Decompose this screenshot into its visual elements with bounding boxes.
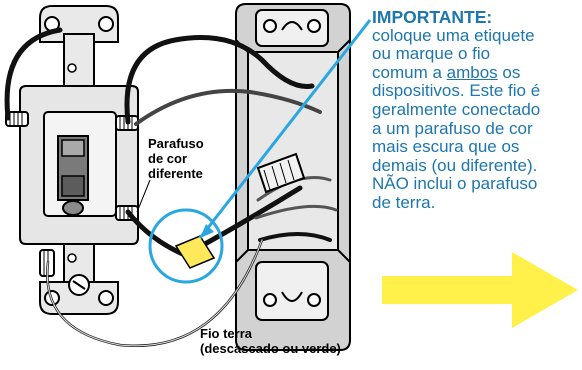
note-line-6: a um parafuso de cor [372,118,533,138]
highlight-circle [148,208,224,284]
callout-line-arrowhead [200,224,214,238]
screw-leader-line [136,179,151,213]
screw-label-line-2: de cor [148,151,188,166]
note-line-4: dispositivos. Este fio é [372,81,541,101]
screw-label-line-3: diferente [148,166,203,181]
note-line-3-underlined: ambos [446,62,498,82]
screw-label: Parafuso de cor diferente [148,136,204,181]
screw-label-line-1: Parafuso [148,136,204,151]
note-line-8: demais (ou diferente). [372,155,538,175]
note-line-3-post: os [497,62,521,82]
ground-label-line-1: Fio terra [200,326,253,341]
wires [4,27,338,348]
ground-label-line-2: (descascado ou verde) [200,341,341,356]
next-step-arrow [382,252,578,328]
note-line-2: ou marque o fio [372,44,491,64]
important-note: IMPORTANTE: coloque uma etiquete ou marq… [372,8,578,213]
callout-line [198,19,372,239]
note-line-3: comum a ambos os [372,62,578,83]
electrical-box [235,3,351,351]
note-line-3-pre: comum a [372,62,447,82]
note-line-5: geralmente conectado [372,99,541,119]
note-line-7: mais escura que os [372,137,520,157]
note-heading: IMPORTANTE: [372,7,493,27]
note-line-1: coloque uma etiquete [372,25,535,45]
note-line-10: de terra. [372,192,436,212]
ground-label: Fio terra (descascado ou verde) [200,326,341,356]
switch-device [5,5,139,315]
wire-nut [256,152,306,194]
common-wire-tag [174,235,216,269]
note-line-9: NÃO inclui o parafuso [372,174,538,194]
